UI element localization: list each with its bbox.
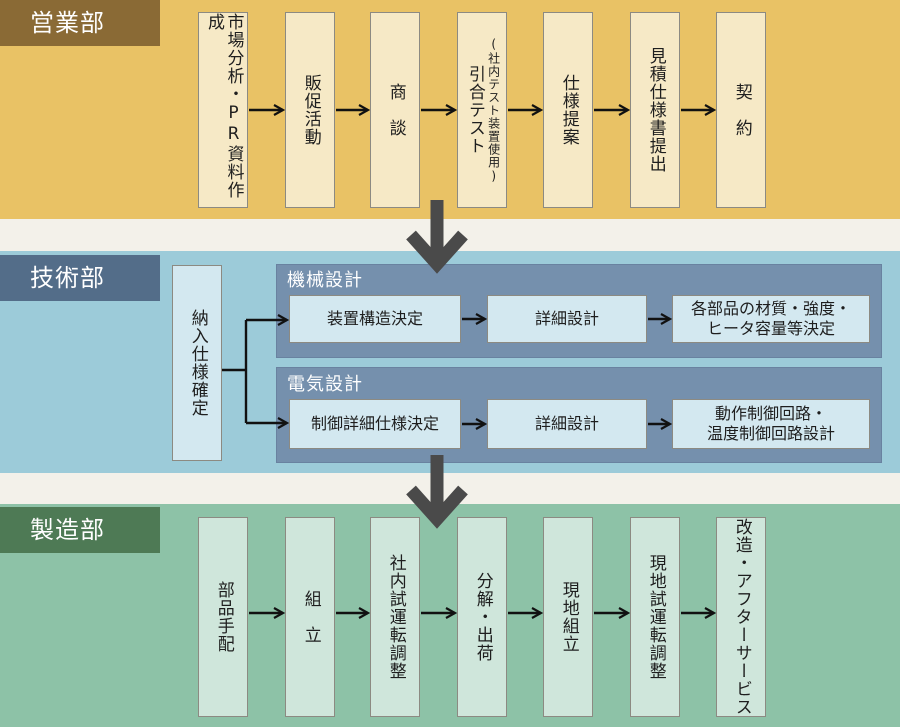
elec-step-detail-design: 詳細設計 xyxy=(487,399,647,449)
mech-step-detail-design: 詳細設計 xyxy=(487,295,647,343)
mfg-step-parts-procurement: 部品手配 xyxy=(198,517,248,717)
sales-step-label: 商 談 xyxy=(385,83,406,137)
sales-step-promotion: 販促活動 xyxy=(285,12,335,208)
elec-step-control-spec: 制御詳細仕様決定 xyxy=(289,399,461,449)
mfg-step-label: 現地試運転調整 xyxy=(645,554,666,680)
tech-step-label: 納入仕様確定 xyxy=(187,309,208,417)
mfg-step-disassembly-shipping: 分解・出荷 xyxy=(457,517,507,717)
mechanical-design-title: 機械設計 xyxy=(287,270,363,291)
mfg-step-label: 部品手配 xyxy=(213,581,234,653)
sales-step-label: 販促活動 xyxy=(300,74,321,146)
sales-step-contract: 契 約 xyxy=(716,12,766,208)
mfg-step-after-service: 改造・アフターサービス xyxy=(716,517,766,717)
mfg-step-assembly: 組 立 xyxy=(285,517,335,717)
sales-step-spec-proposal: 仕様提案 xyxy=(543,12,593,208)
sales-step-label: 仕様提案 xyxy=(558,74,579,146)
sales-step-label: 市場分析・PR資料作成 xyxy=(204,13,244,199)
tech-step-delivery-spec: 納入仕様確定 xyxy=(172,265,222,461)
mfg-step-inhouse-trial: 社内試運転調整 xyxy=(370,517,420,717)
manufacturing-department-label: 製造部 xyxy=(0,507,160,553)
mech-step-materials: 各部品の材質・強度・ ヒータ容量等決定 xyxy=(672,295,870,343)
sales-step-label: 引合テスト xyxy=(464,65,485,155)
department-transition-arrows xyxy=(406,200,468,529)
mfg-step-label: 現地組立 xyxy=(558,581,579,653)
arrow-down-icon xyxy=(406,485,468,529)
mfg-step-label: 社内試運転調整 xyxy=(385,554,406,680)
sales-department-label: 営業部 xyxy=(0,0,160,46)
sales-step-quote-submission: 見積仕様書提出 xyxy=(630,12,680,208)
mfg-step-label: 組 立 xyxy=(300,590,321,644)
technical-department-label: 技術部 xyxy=(0,255,160,301)
mech-step-structure: 装置構造決定 xyxy=(289,295,461,343)
tech-flow-arrows xyxy=(222,319,670,424)
sales-step-label: 契 約 xyxy=(731,83,752,137)
sales-step-negotiation: 商 談 xyxy=(370,12,420,208)
mfg-step-label: 改造・アフターサービス xyxy=(731,518,752,716)
mfg-step-label: 分解・出荷 xyxy=(472,572,493,662)
electrical-design-title: 電気設計 xyxy=(287,374,363,395)
elec-step-circuit-design: 動作制御回路・ 温度制御回路設計 xyxy=(672,399,870,449)
sales-step-test-note: (社内テスト装置使用) xyxy=(486,36,501,184)
sales-step-inquiry-test: 引合テスト (社内テスト装置使用) xyxy=(457,12,507,208)
mfg-step-onsite-trial: 現地試運転調整 xyxy=(630,517,680,717)
sales-step-market-analysis: 市場分析・PR資料作成 xyxy=(198,12,248,208)
arrow-down-icon xyxy=(406,230,468,274)
sales-step-label: 見積仕様書提出 xyxy=(645,47,666,173)
mfg-step-onsite-assembly: 現地組立 xyxy=(543,517,593,717)
